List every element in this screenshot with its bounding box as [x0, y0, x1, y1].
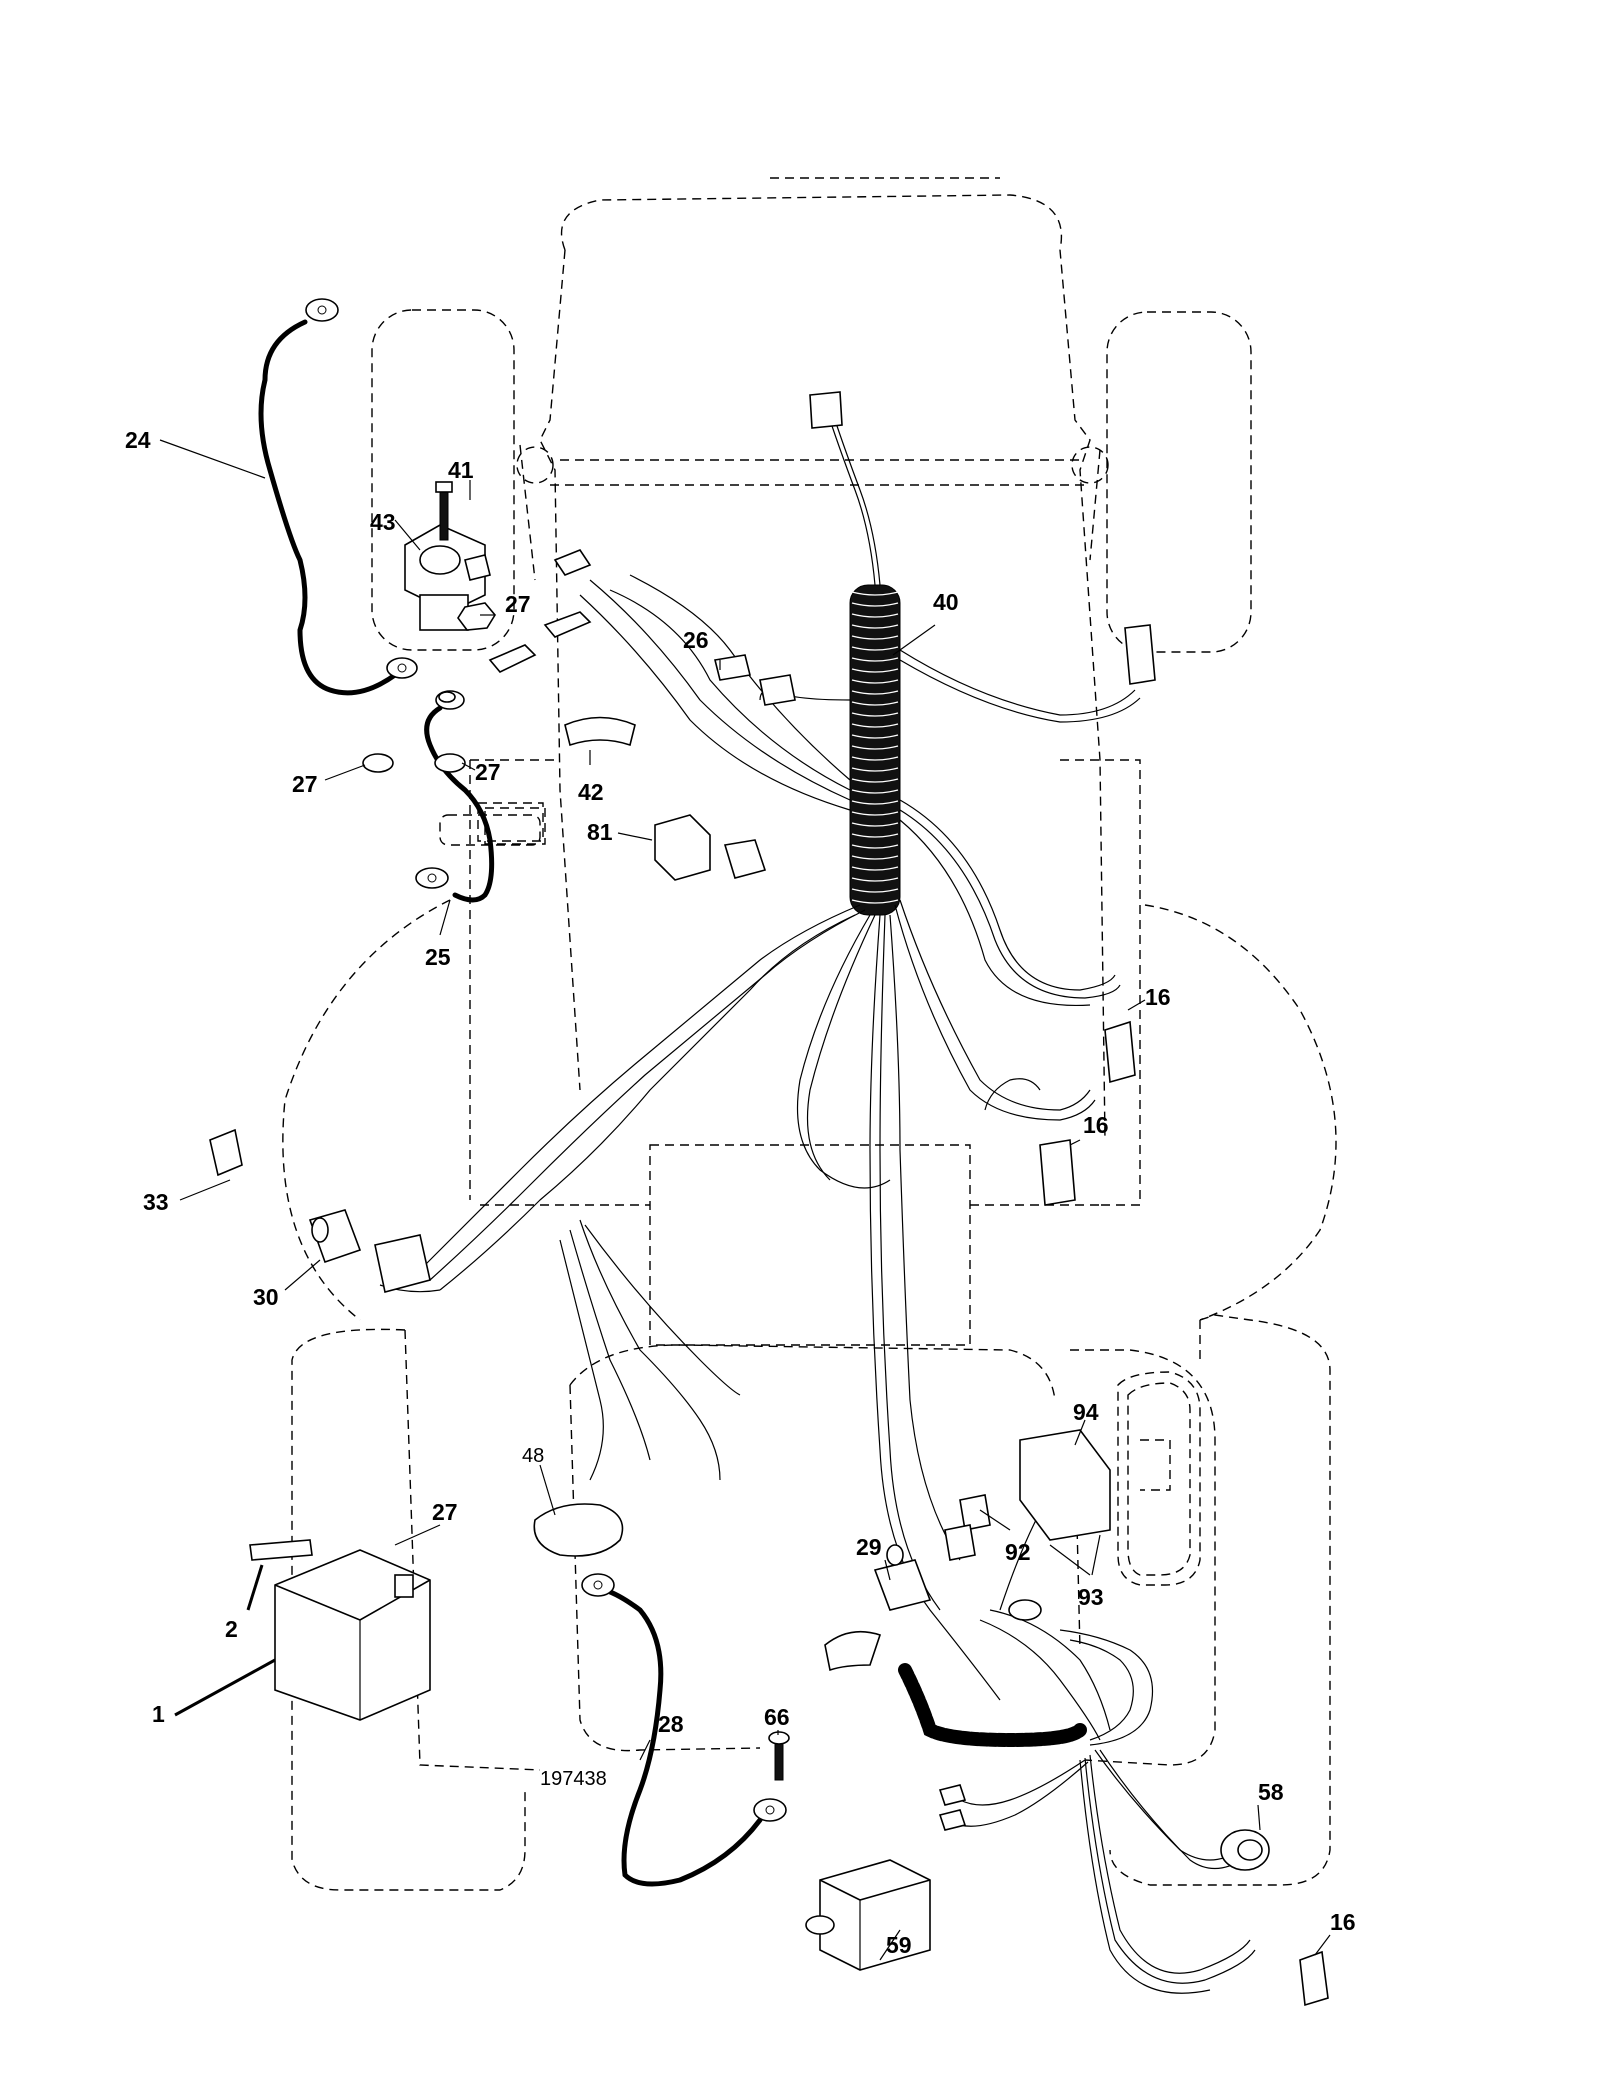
callout-26: 26 — [683, 627, 709, 653]
conduit-rib — [851, 602, 899, 607]
conduit-rib — [851, 877, 899, 882]
harness-conduit — [849, 584, 901, 916]
conduit-rib — [851, 822, 899, 827]
callout-27: 27 — [505, 591, 531, 617]
components — [209, 391, 1329, 2007]
callout-16: 16 — [1145, 984, 1171, 1010]
callout-93: 93 — [1078, 1584, 1104, 1610]
starter-solenoid — [404, 481, 491, 631]
battery-cables — [258, 298, 787, 1887]
callout-33: 33 — [143, 1189, 169, 1215]
leader-lines — [159, 439, 1331, 1961]
callout-16: 16 — [1330, 1909, 1356, 1935]
conduit-rib — [851, 712, 899, 717]
conduit-rib — [851, 789, 899, 794]
nuts-and-terminals — [362, 549, 592, 773]
conduit-rib — [851, 679, 899, 684]
callout-30: 30 — [253, 1284, 279, 1310]
callout-2: 2 — [225, 1616, 238, 1642]
callout-81: 81 — [587, 819, 613, 845]
conduit-rib — [851, 745, 899, 750]
conduit-rib — [851, 635, 899, 640]
conduit-rib — [851, 756, 899, 761]
conduit-rib — [851, 723, 899, 728]
drawing-number: 197438 — [540, 1768, 607, 1790]
callout-42: 42 — [578, 779, 604, 805]
callout-27: 27 — [475, 759, 501, 785]
tractor-outline — [282, 177, 1337, 1891]
callout-58: 58 — [1258, 1779, 1284, 1805]
callout-1: 1 — [152, 1701, 165, 1727]
conduit-rib — [851, 888, 899, 893]
callout-92: 92 — [1005, 1539, 1031, 1565]
callout-43: 43 — [370, 509, 396, 535]
callout-25: 25 — [425, 944, 451, 970]
callout-40: 40 — [933, 589, 959, 615]
harness-wires — [379, 419, 1256, 1994]
conduit-rib — [851, 855, 899, 860]
conduit-rib — [851, 701, 899, 706]
callout-66: 66 — [764, 1704, 790, 1730]
callout-28: 28 — [658, 1711, 684, 1737]
callout-labels: 24 41 43 27 40 26 27 27 42 81 25 16 16 3… — [125, 427, 1356, 1958]
callout-41: 41 — [448, 457, 474, 483]
conduit-rib — [851, 734, 899, 739]
conduit-rib — [851, 624, 899, 629]
conduit-rib — [851, 844, 899, 849]
seat-harness-coil — [898, 1663, 1087, 1748]
conduit-rib — [851, 613, 899, 618]
conduit-rib — [851, 866, 899, 871]
callout-27: 27 — [292, 771, 318, 797]
callout-24: 24 — [125, 427, 151, 453]
conduit-rib — [851, 690, 899, 695]
callout-59: 59 — [886, 1932, 912, 1958]
conduit-rib — [851, 657, 899, 662]
conduit-rib — [851, 591, 899, 596]
callout-29: 29 — [856, 1534, 882, 1560]
callout-27: 27 — [432, 1499, 458, 1525]
callout-48: 48 — [522, 1445, 544, 1467]
conduit-rib — [851, 767, 899, 772]
conduit-rib — [851, 899, 899, 904]
conduit-rib — [851, 811, 899, 816]
conduit-rib — [851, 833, 899, 838]
callout-16: 16 — [1083, 1112, 1109, 1138]
conduit-rib — [851, 646, 899, 651]
conduit-rib — [851, 668, 899, 673]
conduit-rib — [851, 778, 899, 783]
conduit-rib — [851, 800, 899, 805]
callout-94: 94 — [1073, 1399, 1099, 1425]
